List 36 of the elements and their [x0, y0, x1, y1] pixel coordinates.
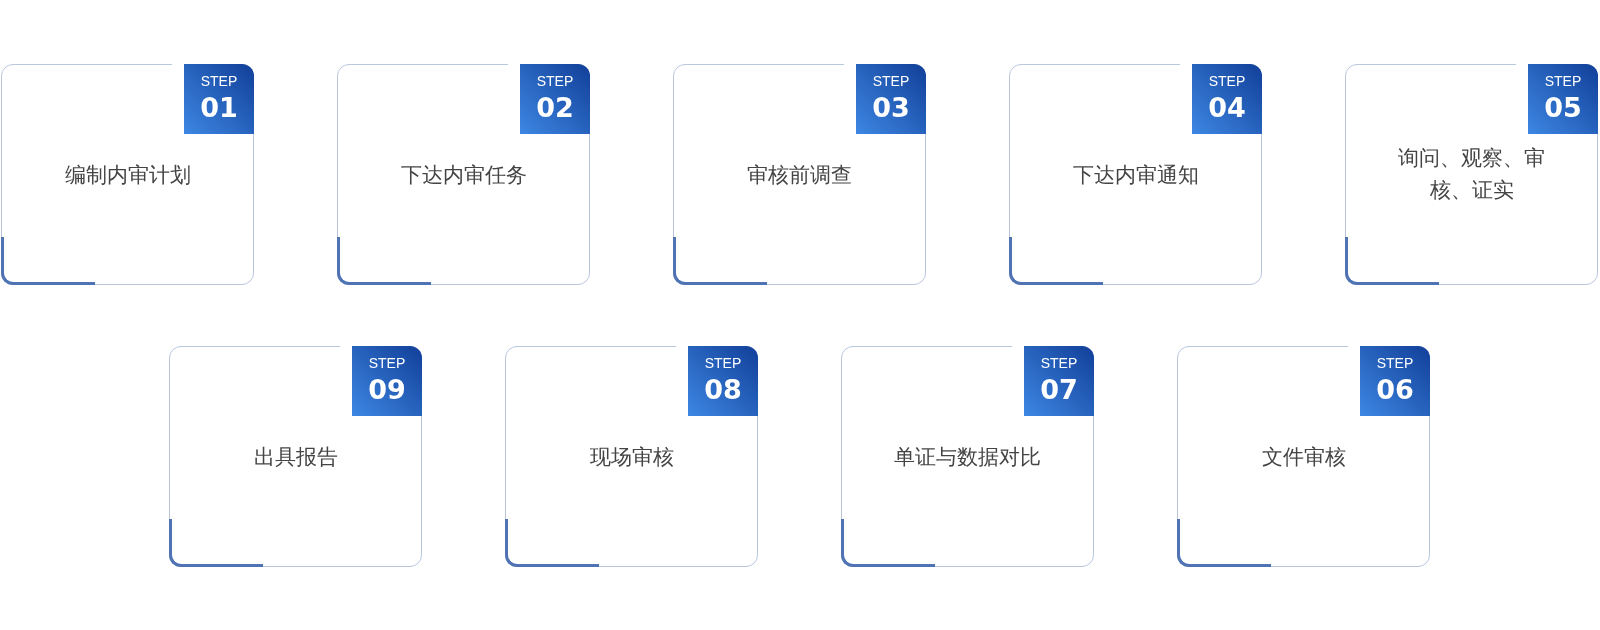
step-card — [673, 64, 926, 285]
step-card — [1177, 346, 1430, 567]
step-number: 05 — [1543, 92, 1583, 123]
step-number: 07 — [1039, 374, 1079, 405]
step-title: 编制内审计划 — [63, 161, 192, 189]
step-card — [1345, 64, 1598, 285]
step-card — [169, 346, 422, 567]
step-number: 01 — [199, 92, 239, 123]
step-title: 单证与数据对比 — [893, 443, 1042, 471]
step-card — [841, 346, 1094, 567]
step-number: 04 — [1207, 92, 1247, 123]
step-title: 出具报告 — [252, 443, 339, 471]
step-label: STEP — [1039, 355, 1079, 371]
step-label: STEP — [367, 355, 407, 371]
step-label: STEP — [535, 73, 575, 89]
step-label: STEP — [871, 73, 911, 89]
step-number: 03 — [871, 92, 911, 123]
step-title: 下达内审通知 — [1071, 161, 1200, 189]
step-title: 下达内审任务 — [399, 161, 528, 189]
step-title: 现场审核 — [588, 443, 675, 471]
step-title: 询问、观察、审核、证实 — [1397, 144, 1546, 205]
step-title: 文件审核 — [1260, 443, 1347, 471]
step-title: 审核前调查 — [746, 161, 853, 189]
step-label: STEP — [1375, 355, 1415, 371]
step-card — [337, 64, 590, 285]
step-card — [1, 64, 254, 285]
step-number: 02 — [535, 92, 575, 123]
step-label: STEP — [199, 73, 239, 89]
step-label: STEP — [1543, 73, 1583, 89]
step-label: STEP — [703, 355, 743, 371]
step-number: 08 — [703, 374, 743, 405]
step-number: 06 — [1375, 374, 1415, 405]
step-number: 09 — [367, 374, 407, 405]
step-card — [505, 346, 758, 567]
step-card — [1009, 64, 1262, 285]
step-label: STEP — [1207, 73, 1247, 89]
